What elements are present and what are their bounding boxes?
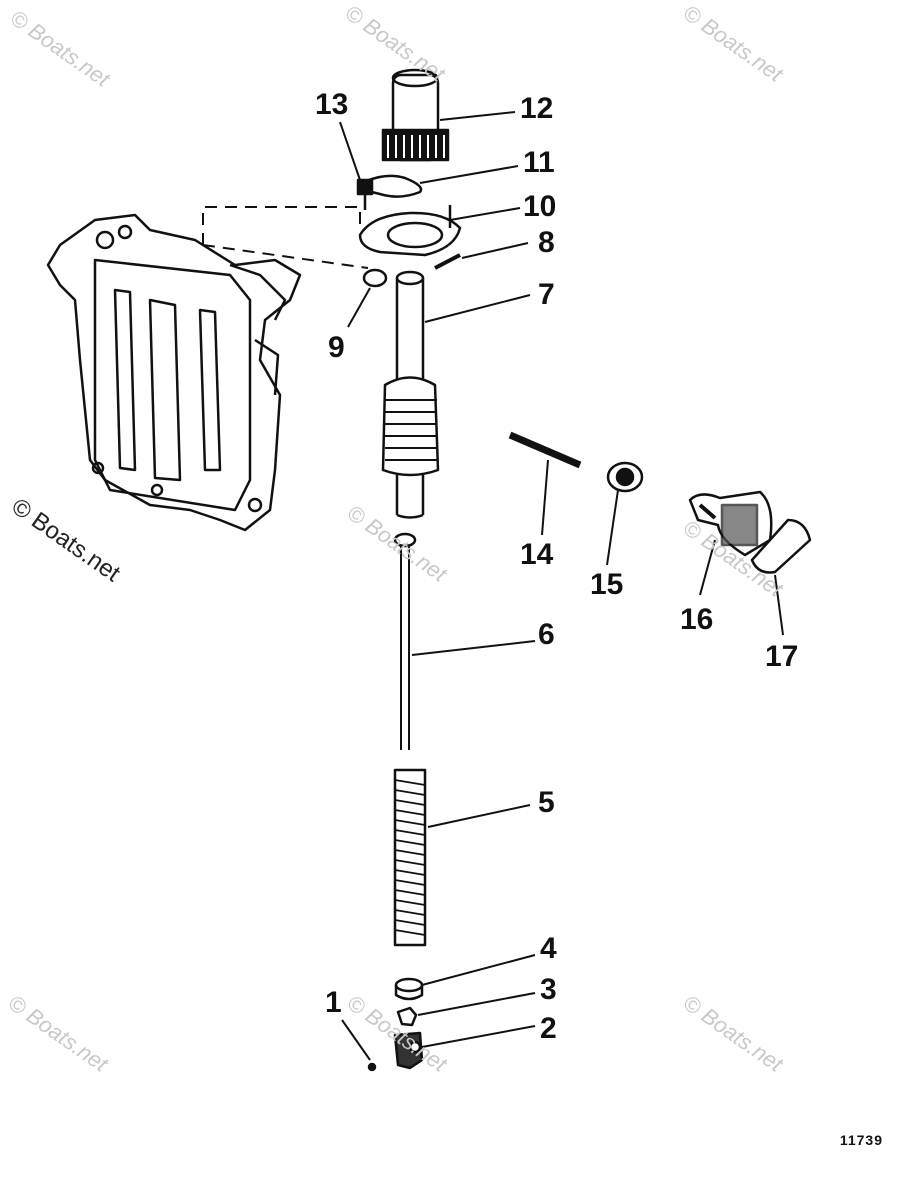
part-13-drawing — [356, 178, 374, 210]
callout-13: 13 — [315, 88, 349, 121]
alignment-dashed-line — [202, 206, 369, 269]
callout-2: 2 — [540, 1012, 557, 1045]
part-12-drawing — [381, 68, 450, 162]
callout-17: 17 — [765, 640, 799, 673]
callout-14: 14 — [520, 538, 554, 571]
part-7-drawing — [381, 270, 440, 519]
callout-15: 15 — [590, 568, 624, 601]
part-14-drawing — [508, 431, 582, 469]
part-5-drawing — [393, 768, 427, 947]
callout-3: 3 — [540, 973, 557, 1006]
part-17-drawing — [750, 518, 812, 574]
part-16-drawing — [688, 490, 773, 557]
callout-8: 8 — [538, 226, 555, 259]
callout-16: 16 — [680, 603, 714, 636]
part-8-drawing — [434, 253, 461, 270]
part-10-drawing — [358, 205, 462, 257]
part-1-drawing — [367, 1062, 377, 1072]
callout-5: 5 — [538, 786, 555, 819]
callout-1: 1 — [325, 986, 342, 1019]
figure-number: 11739 — [839, 1132, 883, 1148]
part-3-drawing — [396, 1006, 418, 1027]
part-4-drawing — [394, 977, 424, 1001]
callout-9: 9 — [328, 331, 345, 364]
exhaust-housing-drawing — [46, 213, 302, 532]
callout-10: 10 — [523, 190, 557, 223]
callout-11: 11 — [523, 146, 555, 179]
part-9-drawing — [362, 268, 388, 288]
callout-7: 7 — [538, 278, 555, 311]
part-15-drawing — [606, 461, 644, 493]
leader-lines — [339, 111, 784, 1061]
callout-12: 12 — [520, 92, 554, 125]
callout-4: 4 — [540, 932, 557, 965]
callout-6: 6 — [538, 618, 555, 651]
part-6-drawing — [393, 532, 417, 750]
part-2-drawing — [393, 1031, 424, 1070]
